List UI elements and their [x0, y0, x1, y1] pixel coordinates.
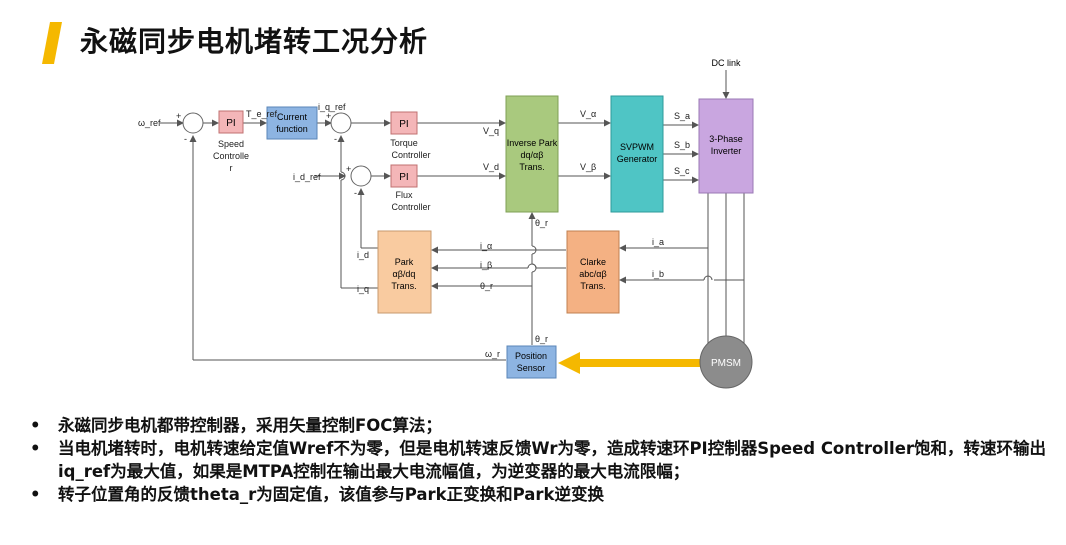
vd-label: V_d [483, 162, 499, 172]
svg-text:Controller: Controller [391, 150, 430, 160]
v-alpha-label: V_α [580, 109, 596, 119]
id-sum-junction [350, 165, 372, 187]
svg-text:PI: PI [399, 119, 408, 130]
svg-text:Trans.: Trans. [580, 281, 605, 291]
svg-text:3-Phase: 3-Phase [709, 134, 743, 144]
bullet-marker: • [30, 439, 41, 458]
svg-text:Trans.: Trans. [391, 281, 416, 291]
pi-flux-block: PI [390, 164, 418, 188]
svpwm-block: SVPWM Generator [610, 95, 664, 213]
iq-sum-junction [330, 112, 352, 134]
park-block: Park αβ/dq Trans. [377, 230, 432, 314]
svg-text:Sensor: Sensor [517, 363, 546, 373]
svg-text:PI: PI [399, 172, 408, 183]
minus-sign-id: - [354, 188, 357, 198]
minus-sign-iq: - [334, 134, 337, 144]
bullet-item: • 当电机堵转时，电机转速给定值Wref不为零，但是电机转速反馈Wr为零，造成转… [30, 437, 1060, 483]
svg-text:Park: Park [395, 257, 414, 267]
svg-text:r: r [230, 163, 233, 173]
svg-text:Controller: Controller [391, 202, 430, 212]
foc-block-diagram: PI Speed Controlle r Current function PI… [138, 58, 754, 389]
pi-speed-block: PI [218, 110, 244, 134]
sa-label: S_a [674, 111, 690, 121]
svg-text:function: function [276, 124, 308, 134]
theta-r-label-park: θ_r [480, 281, 493, 291]
bullet-text: 当电机堵转时，电机转速给定值Wref不为零，但是电机转速反馈Wr为零，造成转速环… [58, 439, 1047, 481]
bullet-list: • 永磁同步电机都带控制器，采用矢量控制FOC算法； • 当电机堵转时，电机转速… [30, 414, 1060, 506]
theta-r-label-top: θ_r [535, 218, 548, 228]
speed-controller-label: Speed Controlle r [213, 139, 249, 173]
plus-sign-iq: + [326, 111, 331, 121]
orange-feedback-arrow [558, 352, 700, 374]
plus-sign-id: + [346, 164, 351, 174]
svg-text:αβ/dq: αβ/dq [393, 269, 416, 279]
i-beta-label: i_β [480, 260, 492, 270]
te-ref-label: T_e_ref [246, 109, 278, 119]
ib-label: i_b [652, 269, 664, 279]
current-function-block: Current function [266, 106, 318, 140]
pi-torque-block: PI [390, 111, 418, 135]
speed-sum-junction [182, 112, 204, 134]
vq-label: V_q [483, 126, 499, 136]
pmsm-motor: PMSM [699, 335, 753, 389]
ia-label: i_a [652, 237, 664, 247]
omega-r-label: ω_r [485, 349, 500, 359]
bullet-marker: • [30, 485, 41, 504]
svg-text:Trans.: Trans. [519, 162, 544, 172]
svg-text:abc/αβ: abc/αβ [579, 269, 606, 279]
svg-text:SVPWM: SVPWM [620, 142, 654, 152]
bullet-text: 永磁同步电机都带控制器，采用矢量控制FOC算法； [58, 416, 442, 435]
inverse-park-block: Inverse Park dq/αβ Trans. [505, 95, 559, 213]
page-title: 永磁同步电机堵转工况分析 [80, 25, 429, 58]
svg-text:Controlle: Controlle [213, 151, 249, 161]
inverter-block: 3-Phase Inverter [698, 98, 754, 194]
i-alpha-label: i_α [480, 241, 492, 251]
sc-label: S_c [674, 166, 690, 176]
bullet-text: 转子位置角的反馈theta_r为固定值，该值参与Park正变换和Park逆变换 [58, 485, 605, 504]
svg-text:PMSM: PMSM [711, 358, 741, 369]
omega-ref-label: ω_ref [138, 118, 161, 128]
flux-controller-label: Flux Controller [391, 190, 430, 212]
minus-sign-speed: - [184, 134, 187, 144]
torque-controller-label: Torque Controller [390, 138, 430, 160]
bullet-marker: • [30, 416, 41, 435]
svg-text:Flux: Flux [395, 190, 413, 200]
sb-label: S_b [674, 140, 690, 150]
svg-text:Current: Current [277, 112, 308, 122]
iq-ref-label: i_q_ref [318, 102, 346, 112]
clarke-block: Clarke abc/αβ Trans. [566, 230, 620, 314]
svg-text:Speed: Speed [218, 139, 244, 149]
id-ref-label: i_d_ref [293, 172, 321, 182]
position-sensor-block: Position Sensor [506, 345, 557, 379]
svg-text:Clarke: Clarke [580, 257, 606, 267]
id-label: i_d [357, 250, 369, 260]
bullet-item: • 转子位置角的反馈theta_r为固定值，该值参与Park正变换和Park逆变… [30, 483, 1060, 506]
svg-text:Generator: Generator [617, 154, 658, 164]
title-accent-bar [42, 22, 62, 64]
svg-text:Torque: Torque [390, 138, 418, 148]
svg-text:dq/αβ: dq/αβ [521, 150, 544, 160]
svg-text:Inverse Park: Inverse Park [507, 138, 558, 148]
svg-text:Inverter: Inverter [711, 146, 742, 156]
plus-sign-speed: + [176, 111, 181, 121]
iq-label: i_q [357, 284, 369, 294]
theta-r-label-bottom: θ_r [535, 334, 548, 344]
dc-link-label: DC link [711, 58, 741, 68]
svg-text:PI: PI [226, 118, 235, 129]
bullet-item: • 永磁同步电机都带控制器，采用矢量控制FOC算法； [30, 414, 1060, 437]
v-beta-label: V_β [580, 162, 596, 172]
svg-text:Position: Position [515, 351, 547, 361]
